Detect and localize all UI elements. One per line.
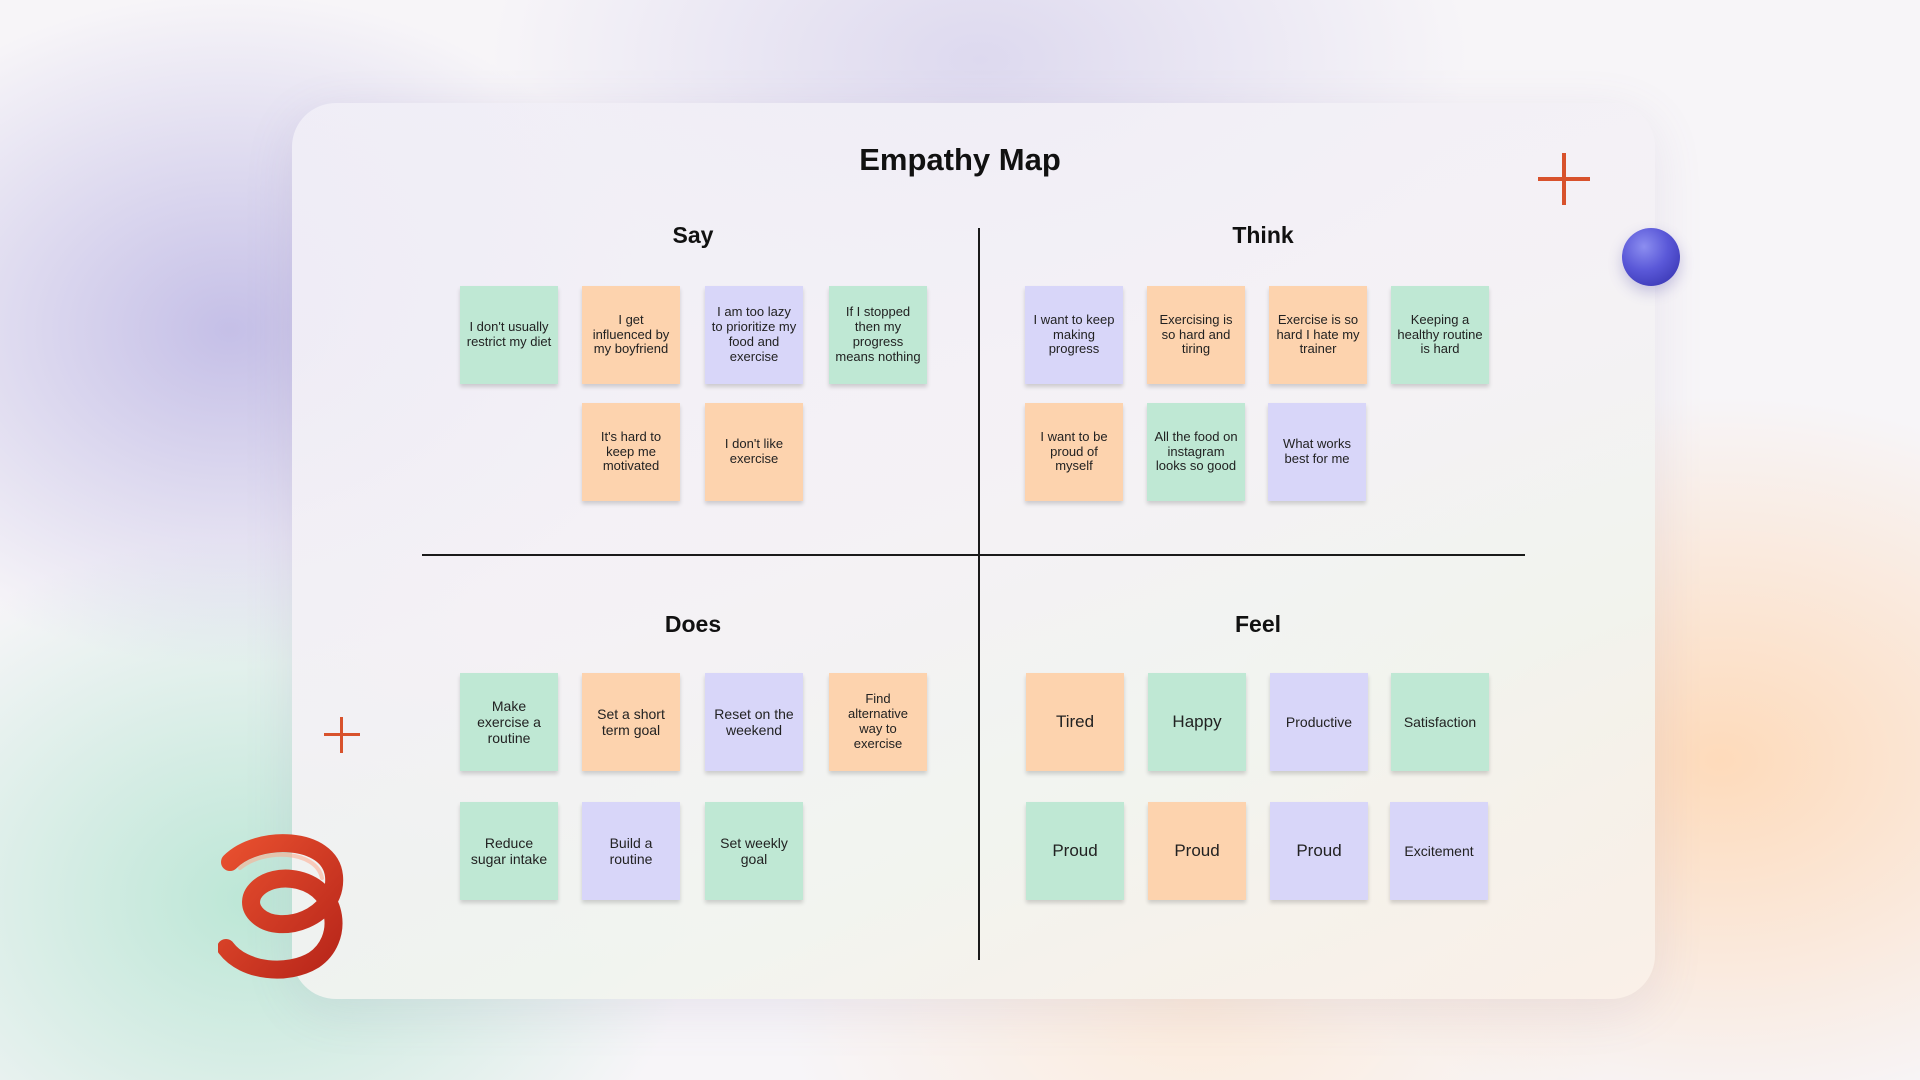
sticky-note-feel-6[interactable]: Proud: [1148, 802, 1246, 900]
plus-icon: [324, 717, 360, 753]
quadrant-title-does: Does: [664, 611, 722, 637]
quadrant-title-feel: Feel: [1234, 611, 1282, 637]
sticky-note-think-1[interactable]: I want to keep making progress: [1025, 286, 1123, 384]
sticky-note-feel-1[interactable]: Tired: [1026, 673, 1124, 771]
sticky-note-feel-4[interactable]: Satisfaction: [1391, 673, 1489, 771]
sticky-note-say-1[interactable]: I don't usually restrict my diet: [460, 286, 558, 384]
sticky-note-feel-3[interactable]: Productive: [1270, 673, 1368, 771]
sticky-note-think-7[interactable]: What works best for me: [1268, 403, 1366, 501]
sticky-note-does-6[interactable]: Build a routine: [582, 802, 680, 900]
sticky-note-think-3[interactable]: Exercise is so hard I hate my trainer: [1269, 286, 1367, 384]
sphere-decoration: [1622, 228, 1680, 286]
sticky-note-feel-2[interactable]: Happy: [1148, 673, 1246, 771]
spiral-decoration-icon: [218, 834, 344, 979]
sticky-note-does-4[interactable]: Find alternative way to exercise: [829, 673, 927, 771]
page-title: Empathy Map: [859, 142, 1061, 177]
sticky-note-think-2[interactable]: Exercising is so hard and tiring: [1147, 286, 1245, 384]
sticky-note-does-5[interactable]: Reduce sugar intake: [460, 802, 558, 900]
sticky-note-feel-7[interactable]: Proud: [1270, 802, 1368, 900]
sticky-note-say-3[interactable]: I am too lazy to prioritize my food and …: [705, 286, 803, 384]
sticky-note-say-5[interactable]: It's hard to keep me motivated: [582, 403, 680, 501]
plus-icon: [1538, 153, 1590, 205]
sticky-note-feel-8[interactable]: Excitement: [1390, 802, 1488, 900]
sticky-note-does-1[interactable]: Make exercise a routine: [460, 673, 558, 771]
sticky-note-say-2[interactable]: I get influenced by my boyfriend: [582, 286, 680, 384]
sticky-note-say-4[interactable]: If I stopped then my progress means noth…: [829, 286, 927, 384]
sticky-note-think-4[interactable]: Keeping a healthy routine is hard: [1391, 286, 1489, 384]
vertical-divider: [978, 228, 980, 960]
sticky-note-does-7[interactable]: Set weekly goal: [705, 802, 803, 900]
sticky-note-feel-5[interactable]: Proud: [1026, 802, 1124, 900]
sticky-note-does-2[interactable]: Set a short term goal: [582, 673, 680, 771]
quadrant-title-say: Say: [672, 222, 714, 248]
sticky-note-does-3[interactable]: Reset on the weekend: [705, 673, 803, 771]
quadrant-title-think: Think: [1232, 222, 1294, 248]
sticky-note-think-6[interactable]: All the food on instagram looks so good: [1147, 403, 1245, 501]
sticky-note-say-6[interactable]: I don't like exercise: [705, 403, 803, 501]
sticky-note-think-5[interactable]: I want to be proud of myself: [1025, 403, 1123, 501]
horizontal-divider: [422, 554, 1525, 556]
